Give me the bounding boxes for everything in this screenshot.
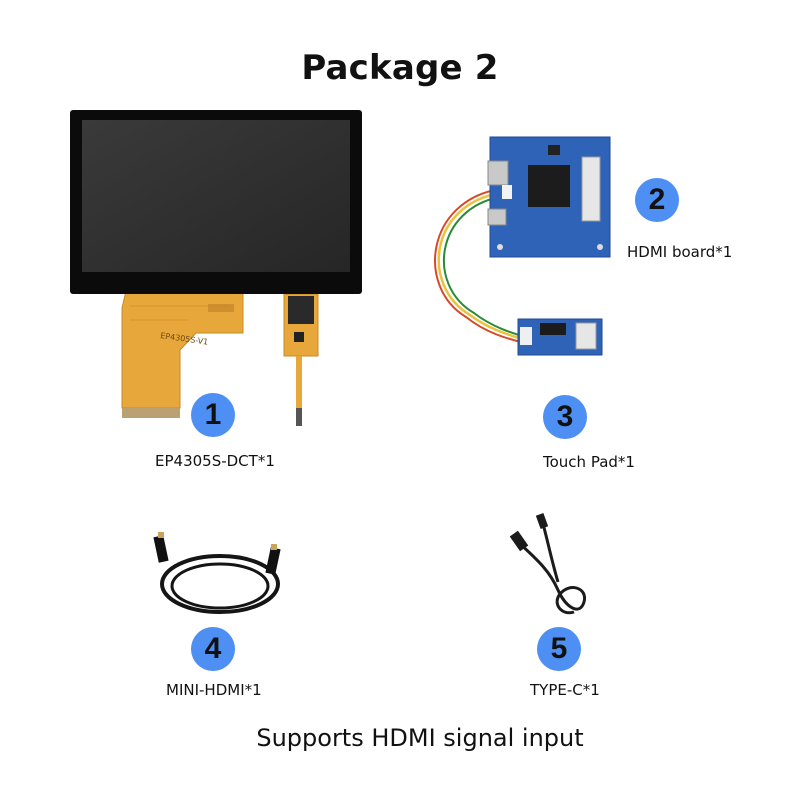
item-number-badge-1: 1	[191, 393, 235, 437]
lcd-display-image: EP4305S-V1	[68, 108, 368, 433]
item-label-3: Touch Pad*1	[543, 453, 635, 471]
item-label-1: EP4305S-DCT*1	[155, 452, 275, 470]
type-c-cable-image	[500, 512, 595, 622]
hdmi-board-image	[430, 135, 615, 360]
item-number-badge-5: 5	[537, 627, 581, 671]
item-label-5: TYPE-C*1	[530, 681, 600, 699]
item-number-badge-3: 3	[543, 395, 587, 439]
footer-caption: Supports HDMI signal input	[256, 724, 584, 752]
page-title: Package 2	[301, 48, 499, 88]
item-label-2: HDMI board*1	[627, 243, 733, 261]
item-label-4: MINI-HDMI*1	[166, 681, 262, 699]
item-number-badge-4: 4	[191, 627, 235, 671]
mini-hdmi-cable-image	[150, 530, 290, 620]
item-number-badge-2: 2	[635, 178, 679, 222]
